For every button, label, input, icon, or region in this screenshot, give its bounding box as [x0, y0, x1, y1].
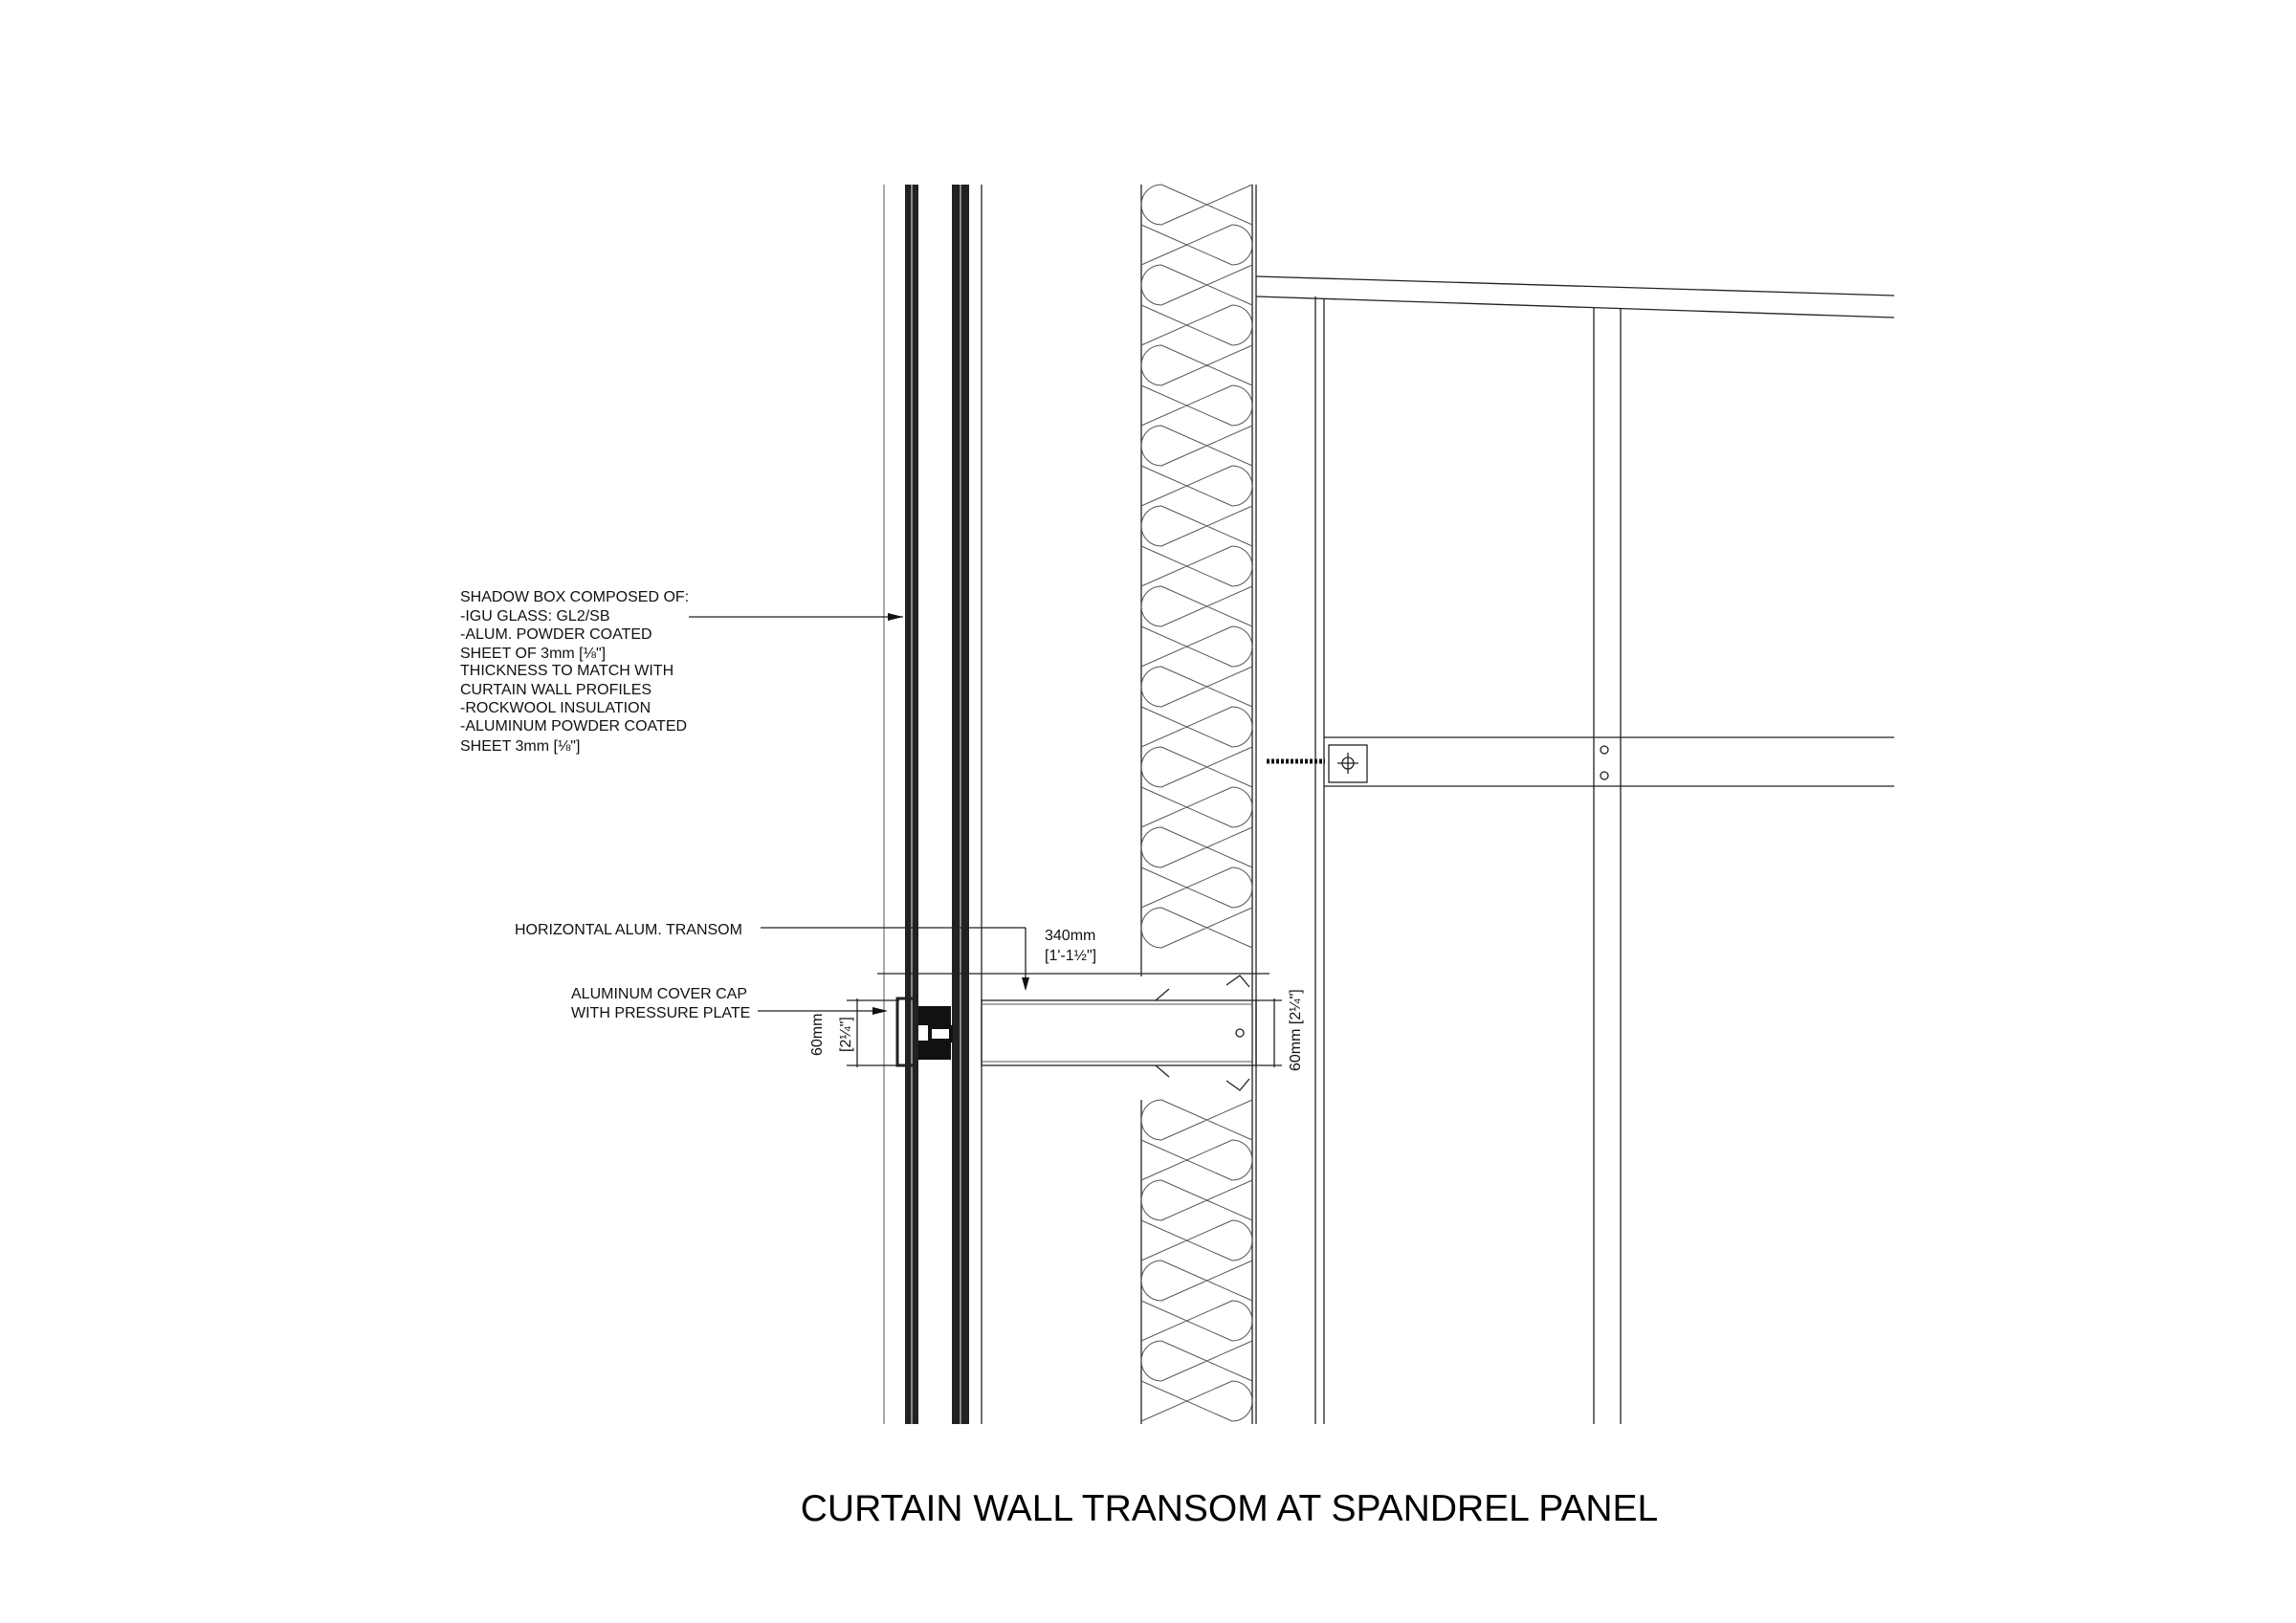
- aluminum-transom: [895, 975, 1257, 1091]
- drawing-title: CURTAIN WALL TRANSOM AT SPANDREL PANEL: [801, 1488, 1659, 1529]
- note-line: -ALUMINUM POWDER COATED: [460, 718, 687, 735]
- note-line: CURTAIN WALL PROFILES: [460, 682, 651, 698]
- depth-dimension-imperial: [1'-1½"]: [1045, 948, 1096, 964]
- cover-cap-note: ALUMINUM COVER CAP: [571, 986, 747, 1002]
- note-line: SHEET OF 3mm [⅛"]: [460, 646, 606, 662]
- glazing-assembly: [883, 185, 982, 1424]
- cover-cap-note: WITH PRESSURE PLATE: [571, 1005, 750, 1021]
- rockwool-insulation: [1140, 184, 1257, 1424]
- shadow-box-note: SHADOW BOX COMPOSED OF: -IGU GLASS: GL2/…: [460, 589, 689, 755]
- note-line: SHADOW BOX COMPOSED OF:: [460, 589, 689, 605]
- note-line: -ALUM. POWDER COATED: [460, 626, 652, 643]
- leaders-dimensions: [689, 613, 1282, 1067]
- depth-dimension: 340mm: [1045, 928, 1095, 944]
- note-line: -ROCKWOOL INSULATION: [460, 700, 651, 716]
- note-line: -IGU GLASS: GL2/SB: [460, 608, 610, 625]
- steel-structure: [1255, 275, 1895, 1424]
- transom-note: HORIZONTAL ALUM. TRANSOM: [515, 922, 742, 938]
- note-line: THICKNESS TO MATCH WITH: [460, 663, 673, 679]
- right-height-dimension: 60mm [2¼"]: [1288, 989, 1304, 1071]
- note-line: SHEET 3mm [⅛"]: [460, 738, 580, 755]
- left-height-dimension-imperial: [2¼"]: [838, 1017, 854, 1052]
- left-height-dimension: 60mm: [809, 1014, 826, 1056]
